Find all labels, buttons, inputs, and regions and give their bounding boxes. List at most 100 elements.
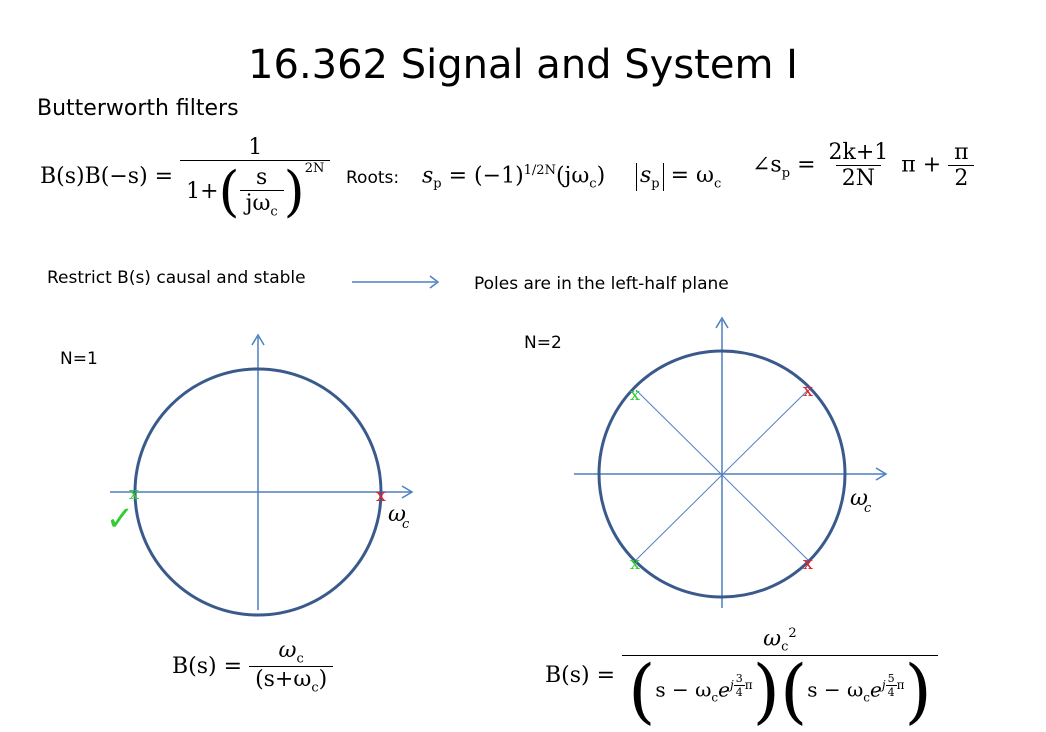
n1-num-text: ω [278, 638, 297, 663]
n2-den1-exp-num: 3 [735, 671, 743, 685]
pole-mag-inner: s [640, 163, 652, 188]
inner-den-text: jω [245, 190, 271, 216]
roots-exponent: 1/2N [523, 163, 556, 178]
inner-denominator: jωc [239, 189, 284, 220]
roots-equation: sp = (−1)1/2N(jωc) [422, 163, 605, 192]
n1-label: N=1 [60, 349, 98, 369]
n2-kept-pole-lower: x [630, 553, 640, 574]
n1-numerator: ωc [273, 638, 310, 666]
n1-den-close: ) [318, 667, 328, 693]
magnitude-numerator: 1 [248, 135, 263, 160]
n1-axis-label-sub: c [402, 517, 410, 532]
n1-unit-circle [133, 367, 383, 617]
poles-text: Poles are in the left-half plane [474, 274, 729, 294]
pole-mag-rhs-sub: c [714, 176, 722, 192]
page-title: 16.362 Signal and System I [248, 42, 798, 88]
roots-lhs-sub: p [433, 176, 442, 192]
n1-num-sub: c [296, 651, 304, 667]
roots-label: Roots: [346, 168, 400, 188]
restrict-text: Restrict B(s) causal and stable [47, 268, 306, 288]
n2-den2-exp-j: j [881, 677, 886, 692]
check-icon: ✓ [106, 499, 135, 539]
n1-transfer-equation: B(s) = ωc (s+ωc) [172, 638, 334, 696]
inner-den-sub: c [270, 204, 278, 220]
n1-denominator: (s+ωc) [249, 666, 334, 696]
roots-lhs: s [422, 163, 434, 189]
n2-pole-diagram: x x x x ω c [574, 316, 888, 608]
n2-den2-exp-den: 4 [885, 684, 897, 699]
n1-rejected-pole: x [376, 485, 386, 506]
roots-equals: = (−1) [448, 163, 524, 189]
subtitle: Butterworth filters [37, 96, 239, 121]
pole-mag-inner-sub: p [651, 176, 660, 192]
roots-rhs-close: ) [596, 163, 606, 189]
magnitude-exponent: 2N [304, 161, 325, 176]
n2-unit-circle [597, 349, 847, 599]
n2-num-text: ω [763, 626, 782, 652]
angle-frac1-den: 2N [835, 165, 881, 191]
n2-den1-sub: c [711, 690, 719, 705]
n1-fraction: ωc (s+ωc) [249, 638, 334, 696]
n2-den1-exp-den: 4 [733, 684, 745, 699]
n2-diagonal-2 [635, 389, 809, 561]
n2-rejected-pole-upper: x [803, 380, 813, 401]
n2-real-arrow-icon [875, 467, 888, 481]
magnitude-lhs: B(s)B(−s) = [40, 164, 174, 190]
angle-frac1-num: 2k+1 [828, 140, 889, 165]
n1-den-text: (s+ω [255, 667, 312, 693]
n1-den-sub: c [311, 680, 319, 696]
n2-den1-exp-pi: π [744, 677, 753, 692]
pole-mag-rhs: = ω [670, 163, 714, 188]
n2-num-sub: c [781, 639, 789, 655]
left-paren: ( [218, 160, 240, 223]
n2-left-paren-1: ( [628, 649, 656, 732]
n2-den1-exp-j: j [730, 677, 734, 692]
pole-magnitude-equation: sp = ωc [636, 163, 722, 192]
angle-equals: = [797, 152, 816, 178]
n2-numerator: ωc2 [757, 626, 803, 655]
roots-rhs: (jω [555, 163, 590, 189]
n1-kept-pole: x [129, 483, 139, 504]
right-arrow-icon [352, 275, 440, 289]
n1-axis-label: ω [388, 502, 406, 527]
one-plus: 1+ [186, 179, 219, 204]
n2-rejected-pole-lower: x [803, 553, 813, 574]
n2-den2-exp-pi: π [896, 677, 905, 692]
abs-bars: sp [636, 163, 664, 192]
n1-pole-diagram: x x ✓ ω c [106, 333, 414, 617]
n2-imag-arrow-icon [715, 316, 729, 329]
n2-kept-pole-upper: x [630, 384, 640, 405]
n2-axis-label: ω [850, 486, 868, 511]
n2-lhs: B(s) = [545, 662, 616, 688]
n2-left-paren-2: ( [779, 649, 808, 732]
n2-right-paren-2: ) [904, 649, 932, 732]
right-paren: ) [283, 160, 305, 223]
n2-num-sup: 2 [788, 626, 797, 641]
angle-sub: p [781, 165, 791, 181]
n1-real-arrow-icon [401, 485, 414, 499]
angle-frac2-num: π [954, 140, 969, 165]
angle-symbol: ∠s [752, 152, 782, 178]
n1-lhs: B(s) = [172, 653, 243, 679]
n2-label: N=2 [524, 333, 562, 353]
angle-pi-plus: π + [901, 152, 942, 178]
angle-frac2-den: 2 [948, 165, 975, 191]
n1-imag-arrow-icon [251, 333, 265, 346]
n2-den1-text: s − ω [655, 677, 712, 702]
n2-den2-e: e [870, 677, 882, 702]
n2-den1-e: e [718, 677, 730, 702]
